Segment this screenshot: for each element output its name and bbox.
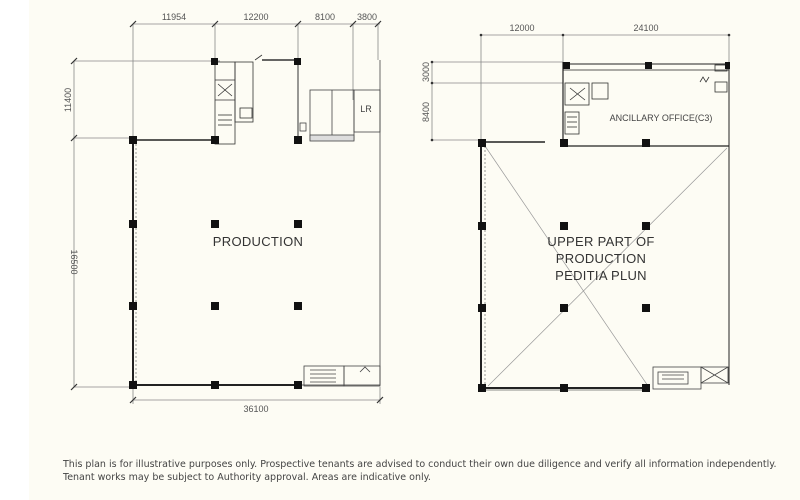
room-label-production: PRODUCTION <box>213 234 303 249</box>
disclaimer-line-2: Tenant works may be subject to Authority… <box>63 471 431 483</box>
dimension-label: 11400 <box>63 88 73 112</box>
left-top-dimension-line <box>129 20 382 140</box>
floor-plan-sheet <box>29 0 800 500</box>
dimension-label: 12200 <box>243 12 268 22</box>
room-label-upper-production-line1: UPPER PART OF <box>547 234 654 249</box>
right-service-core <box>564 64 728 135</box>
disclaimer-line-1: This plan is for illustrative purposes o… <box>63 459 777 470</box>
left-bottom-dimension-line <box>129 387 384 404</box>
right-stair-core <box>652 366 729 390</box>
left-floor-plan: 11954 12200 8100 3800 11400 16500 36100 <box>63 12 384 414</box>
dimension-label: 36100 <box>243 404 268 414</box>
void-cross-lines <box>484 145 728 387</box>
room-label-upper-production-line3: PEDITIA PLUN <box>555 268 647 283</box>
left-side-dimension-line <box>70 57 220 391</box>
dimension-label: 3800 <box>357 12 377 22</box>
svg-text:LR: LR <box>360 104 372 114</box>
dimension-label: 11954 <box>162 12 186 22</box>
dimension-label: 16500 <box>69 249 79 274</box>
right-floor-plan: 12000 24100 3000 8400 <box>421 23 731 392</box>
left-service-core <box>214 54 299 145</box>
dimension-label: 8100 <box>315 12 335 22</box>
right-structural-columns <box>478 62 730 392</box>
disclaimer: This plan is for illustrative purposes o… <box>63 459 783 484</box>
left-loading-bay: LR <box>299 60 381 142</box>
right-side-dimension-line <box>431 61 563 141</box>
left-structural-columns <box>129 58 302 389</box>
dimension-label: 24100 <box>633 23 658 33</box>
dimension-label: 8400 <box>421 102 431 122</box>
right-top-dimension-line <box>480 34 730 140</box>
room-label-ancillary-office: ANCILLARY OFFICE(C3) <box>610 113 713 123</box>
left-stair-core <box>303 365 381 387</box>
dimension-label: 3000 <box>421 62 431 82</box>
room-label-upper-production-line2: PRODUCTION <box>556 251 646 266</box>
dimension-label: 12000 <box>509 23 534 33</box>
